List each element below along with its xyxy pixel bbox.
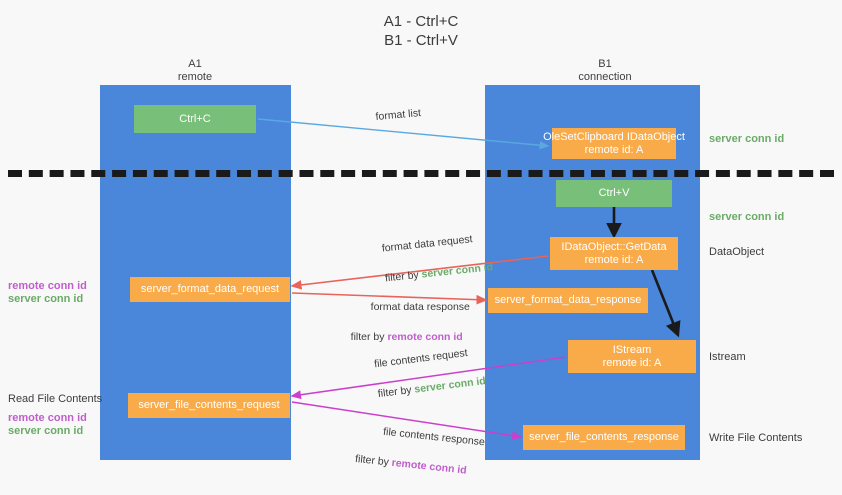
- label-file-contents-response-filter-value: remote conn id: [391, 456, 468, 477]
- label-format-list: format list: [375, 107, 422, 123]
- right-label-dataobject: DataObject: [709, 246, 765, 258]
- column-b1-name: B1: [598, 58, 612, 70]
- right-label-server-conn-id-second: server conn id: [709, 211, 785, 223]
- left-label-server-conn-id-upper: server conn id: [8, 293, 84, 305]
- box-server-file-contents-response[interactable]: server_file_contents_response: [523, 425, 685, 450]
- label-file-contents-request-filter-value: server conn id: [413, 375, 487, 396]
- label-format-data-response-filter-value: remote conn id: [387, 331, 463, 343]
- label-format-data-request-title: format data request: [381, 233, 474, 255]
- box-ctrl-v[interactable]: Ctrl+V: [556, 180, 672, 207]
- label-format-data-request-filter-value: server conn id: [420, 261, 494, 281]
- box-istream[interactable]: IStream remote id: A: [568, 340, 696, 373]
- column-a1-name: A1: [188, 58, 202, 70]
- label-file-contents-request-title: file contents request: [373, 347, 469, 371]
- label-format-data-response-filter-prefix: filter by: [350, 331, 388, 343]
- diagram-canvas: A1 - Ctrl+C B1 - Ctrl+V A1 remote B1 con…: [0, 12, 842, 477]
- left-label-remote-conn-id-upper: remote conn id: [8, 280, 87, 292]
- column-a1-sub: remote: [177, 71, 213, 83]
- column-b1-sub: connection: [578, 71, 632, 83]
- box-ctrl-c[interactable]: Ctrl+C: [134, 105, 256, 133]
- column-header-a1: A1 remote: [130, 58, 260, 84]
- box-server-format-data-request[interactable]: server_format_data_request: [130, 277, 290, 302]
- box-server-file-contents-request[interactable]: server_file_contents_request: [128, 393, 290, 418]
- left-label-remote-conn-id-lower: remote conn id: [8, 412, 87, 424]
- left-label-server-conn-id-lower: server conn id: [8, 425, 84, 437]
- column-header-b1: B1 connection: [540, 58, 670, 84]
- left-label-read-file-contents: Read File Contents: [8, 393, 103, 405]
- label-format-data-response-title: format data response: [370, 301, 470, 313]
- right-label-istream: Istream: [709, 351, 746, 363]
- page-title: A1 - Ctrl+C B1 - Ctrl+V: [0, 12, 842, 50]
- label-file-contents-response-filter-prefix: filter by: [354, 452, 393, 469]
- label-format-data-request-filter-prefix: filter by: [384, 268, 423, 285]
- label-file-contents-response: file contents response filter by remote …: [341, 406, 487, 495]
- label-format-data-response: format data response filter by remote co…: [351, 285, 470, 360]
- label-file-contents-request-filter-prefix: filter by: [377, 383, 416, 401]
- box-idataobject-getdata[interactable]: IDataObject::GetData remote id: A: [550, 237, 678, 270]
- label-file-contents-request: file contents request filter by server c…: [360, 329, 488, 418]
- right-label-server-conn-id-top: server conn id: [709, 133, 785, 145]
- right-label-write-file-contents: Write File Contents: [709, 432, 803, 444]
- section-divider: [8, 170, 834, 177]
- box-ole-set-clipboard[interactable]: OleSetClipboard IDataObject remote id: A: [543, 128, 685, 159]
- box-server-format-data-response[interactable]: server_format_data_response: [488, 288, 648, 313]
- label-file-contents-response-title: file contents response: [382, 425, 486, 449]
- title-line-1: A1 - Ctrl+C: [383, 13, 459, 30]
- title-line-2: B1 - Ctrl+V: [384, 32, 458, 49]
